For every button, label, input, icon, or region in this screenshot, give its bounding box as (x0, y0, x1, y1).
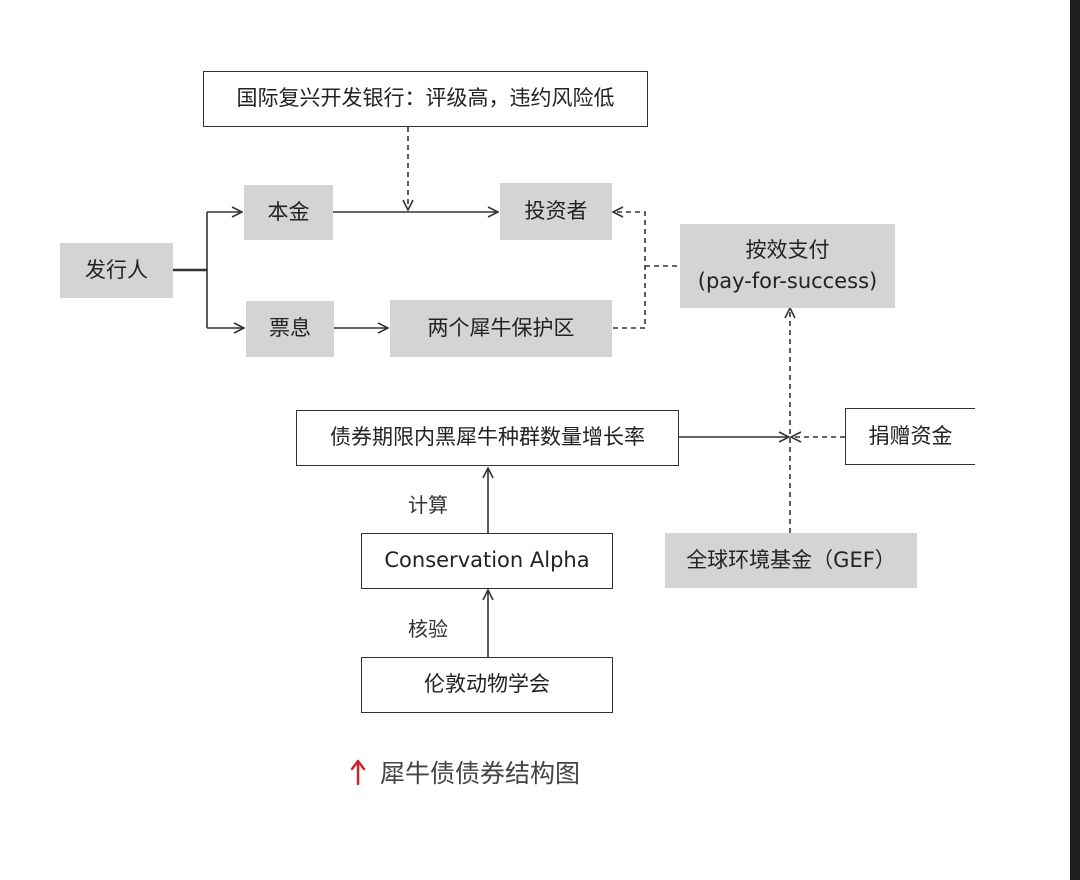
reserves-box: 两个犀牛保护区 (390, 300, 612, 357)
conservation-alpha-box: Conservation Alpha (361, 533, 613, 589)
gef-box: 全球环境基金（GEF） (665, 533, 917, 588)
window-edge-bar (1070, 0, 1080, 880)
up-arrow-icon (350, 759, 366, 786)
donation-text: 捐赠资金 (868, 423, 953, 448)
conservation-alpha-text: Conservation Alpha (384, 548, 590, 573)
investors-text: 投资者 (524, 198, 588, 223)
pay-for-success-box: 按效支付 (pay-for-success) (680, 224, 895, 308)
issuer-box: 发行人 (60, 243, 173, 298)
coupon-box: 票息 (246, 301, 334, 357)
donation-box: 捐赠资金 (845, 408, 975, 465)
ibrd-text: 国际复兴开发银行：评级高，违约风险低 (236, 86, 615, 111)
investors-box: 投资者 (500, 183, 612, 240)
figure-caption: 犀牛债债券结构图 (350, 752, 580, 792)
pay-for-success-subtitle: (pay-for-success) (697, 269, 878, 293)
zsl-box: 伦敦动物学会 (361, 657, 613, 713)
gef-text: 全球环境基金（GEF） (686, 547, 896, 572)
coupon-text: 票息 (269, 316, 311, 341)
pay-for-success-title: 按效支付 (745, 237, 830, 262)
growth-rate-box: 债券期限内黑犀牛种群数量增长率 (296, 410, 679, 466)
growth-rate-text: 债券期限内黑犀牛种群数量增长率 (330, 425, 645, 450)
reserves-text: 两个犀牛保护区 (427, 315, 575, 340)
verify-label: 核验 (408, 617, 448, 641)
principal-text: 本金 (267, 199, 310, 224)
issuer-text: 发行人 (85, 257, 148, 282)
zsl-text: 伦敦动物学会 (424, 672, 550, 697)
calculate-label: 计算 (408, 493, 448, 517)
caption-text: 犀牛债债券结构图 (380, 759, 581, 788)
principal-box: 本金 (244, 185, 333, 240)
ibrd-box: 国际复兴开发银行：评级高，违约风险低 (203, 71, 648, 127)
